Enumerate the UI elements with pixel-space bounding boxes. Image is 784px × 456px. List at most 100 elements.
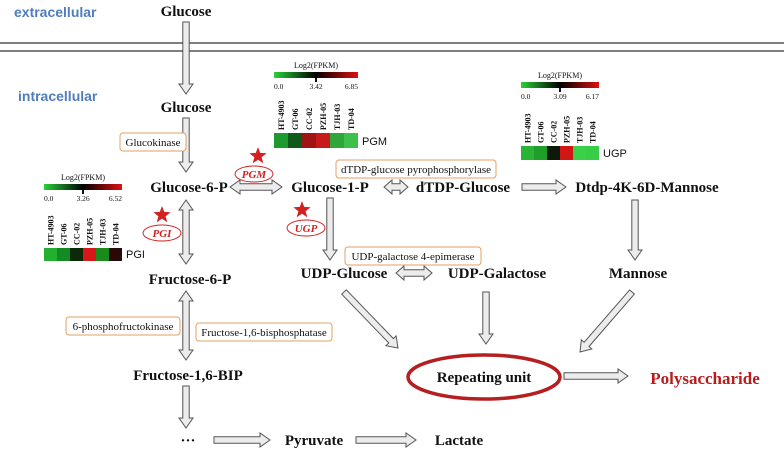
node-fructose-1-6-bip: Fructose-1,6-BIP: [133, 368, 243, 384]
arrows-layer: [178, 21, 643, 448]
arrow-glucose-transport: [178, 21, 194, 95]
node-pyruvate: Pyruvate: [285, 433, 344, 449]
heatmap-title: Log2(FPKM): [294, 61, 338, 70]
heatmap-cell: [573, 146, 586, 160]
heatmap-cell: [83, 248, 96, 261]
node-ellipsis: ···: [180, 433, 195, 449]
heatmap-sample-label: TD-04: [347, 108, 356, 130]
arrow-dtdp-4k-to-mannose: [627, 199, 643, 261]
heatmap-cell: [57, 248, 70, 261]
badge-ugp-label: UGP: [295, 223, 318, 235]
node-glucose-intracellular: Glucose: [161, 100, 212, 116]
node-udp-galactose: UDP-Galactose: [448, 266, 547, 282]
arrow-dtdp-glucose-to-dtdp-4k: [521, 179, 567, 195]
heatmap-cell: [344, 133, 358, 148]
heatmap-gene-label: PGI: [126, 249, 145, 261]
heatmap-cell: [44, 248, 57, 261]
heatmap-cell: [96, 248, 109, 261]
badge-pgm: PGM: [234, 147, 274, 183]
arrow-g1p-dtdp-glucose: [383, 178, 409, 196]
heatmap-cell: [521, 146, 534, 160]
node-mannose: Mannose: [609, 266, 668, 282]
enzyme-box-bisphosphatase: Fructose-1,6-bisphosphatase: [195, 322, 333, 342]
enzyme-box-glucokinase: Glucokinase: [119, 132, 187, 152]
heatmap-sample-label: GT-06: [291, 109, 300, 131]
heatmap-scale-label: 0.0: [521, 92, 531, 101]
node-repeating-unit: Repeating unit: [437, 370, 532, 386]
heatmap-scale-label: 3.26: [76, 194, 89, 203]
heatmap-scale-label: 0.0: [274, 82, 284, 91]
heatmap-cell: [547, 146, 560, 160]
node-udp-glucose: UDP-Glucose: [301, 266, 388, 282]
arrow-pyruvate-to-lactate: [355, 432, 417, 448]
heatmap-gene-label: PGM: [362, 136, 387, 148]
heatmap-title: Log2(FPKM): [61, 173, 105, 182]
node-dtdp-glucose: dTDP-Glucose: [416, 180, 511, 196]
heatmap-color-scale: [521, 82, 599, 88]
heatmap-cell: [274, 133, 288, 148]
arrow-f16bip-down: [178, 385, 194, 429]
heatmap-scale-label: 3.42: [309, 82, 322, 91]
heatmap-scale-label: 6.17: [586, 92, 599, 101]
heatmap-sample-label: TD-04: [112, 223, 121, 245]
repeating-unit-ellipse: [406, 353, 562, 401]
node-glucose-extracellular: Glucose: [161, 4, 212, 20]
heatmap-sample-label: PZH-05: [86, 218, 95, 245]
heatmap-cell: [302, 133, 316, 148]
badge-pgi: PGI: [142, 206, 182, 242]
arrow-g6p-f6p: [178, 199, 194, 265]
heatmap-sample-label: HT-4903: [277, 101, 286, 131]
heatmap-cell: [330, 133, 344, 148]
heatmap-cell: [534, 146, 547, 160]
arrow-g1p-to-udp-glucose: [322, 197, 338, 261]
arrow-f6p-f16bip: [178, 290, 194, 361]
arrow-mannose-to-repeating-unit: [579, 289, 636, 353]
heatmap-sample-label: GT-06: [537, 122, 546, 144]
node-lactate: Lactate: [435, 433, 484, 449]
heatmap-sample-label: CC-02: [305, 108, 314, 130]
star-icon: [153, 206, 171, 223]
arrow-repeating-unit-to-polysaccharide: [563, 368, 629, 384]
heatmap-scale-tick: [315, 78, 317, 82]
heatmap-cell: [586, 146, 599, 160]
heatmap-scale-label: 0.0: [44, 194, 54, 203]
star-icon: [249, 147, 267, 164]
heatmap-cell: [560, 146, 573, 160]
badge-ugp: UGP: [286, 201, 326, 237]
heatmap-scale-label: 6.52: [109, 194, 122, 203]
heatmap-scale-label: 3.09: [553, 92, 566, 101]
heatmap-scale-tick: [82, 190, 84, 194]
arrow-udp-glucose-galactose: [395, 264, 433, 282]
heatmap-sample-label: PZH-05: [563, 116, 572, 143]
enzyme-box-udp-epimerase: UDP-galactose 4-epimerase: [344, 246, 482, 266]
node-polysaccharide: Polysaccharide: [650, 369, 760, 388]
heatmap-sample-label: TJH-03: [99, 219, 108, 245]
heatmap-cell: [109, 248, 122, 261]
arrow-udp-glucose-to-repeating-unit: [340, 289, 399, 349]
enzyme-udp-epimerase-label: UDP-galactose 4-epimerase: [351, 251, 474, 263]
enzyme-box-phosphofructokinase: 6-phosphofructokinase: [65, 316, 181, 336]
heatmap-sample-label: TJH-03: [576, 117, 585, 143]
heatmap-color-scale: [274, 72, 358, 78]
heatmap-sample-label: CC-02: [73, 223, 82, 245]
heatmap-sample-label: PZH-05: [319, 103, 328, 130]
enzyme-dtdp-pyrophosphorylase-label: dTDP-glucose pyrophosphorylase: [341, 164, 491, 176]
heatmap-sample-label: HT-4903: [524, 114, 533, 144]
heatmap-scale-label: 6.85: [345, 82, 358, 91]
arrow-g6p-g1p: [229, 179, 283, 195]
extracellular-label: extracellular: [14, 4, 97, 20]
heatmap-sample-label: TD-04: [589, 121, 598, 143]
node-glucose-6-p: Glucose-6-P: [150, 180, 227, 196]
heatmap-sample-label: CC-02: [550, 121, 559, 143]
badge-pgm-label: PGM: [242, 169, 268, 181]
heatmap-cell: [70, 248, 83, 261]
node-dtdp-4k-6d-mannose: Dtdp-4K-6D-Mannose: [575, 180, 719, 196]
heatmap-cell: [316, 133, 330, 148]
enzyme-bisphosphatase-label: Fructose-1,6-bisphosphatase: [201, 327, 327, 339]
node-glucose-1-p: Glucose-1-P: [291, 180, 368, 196]
